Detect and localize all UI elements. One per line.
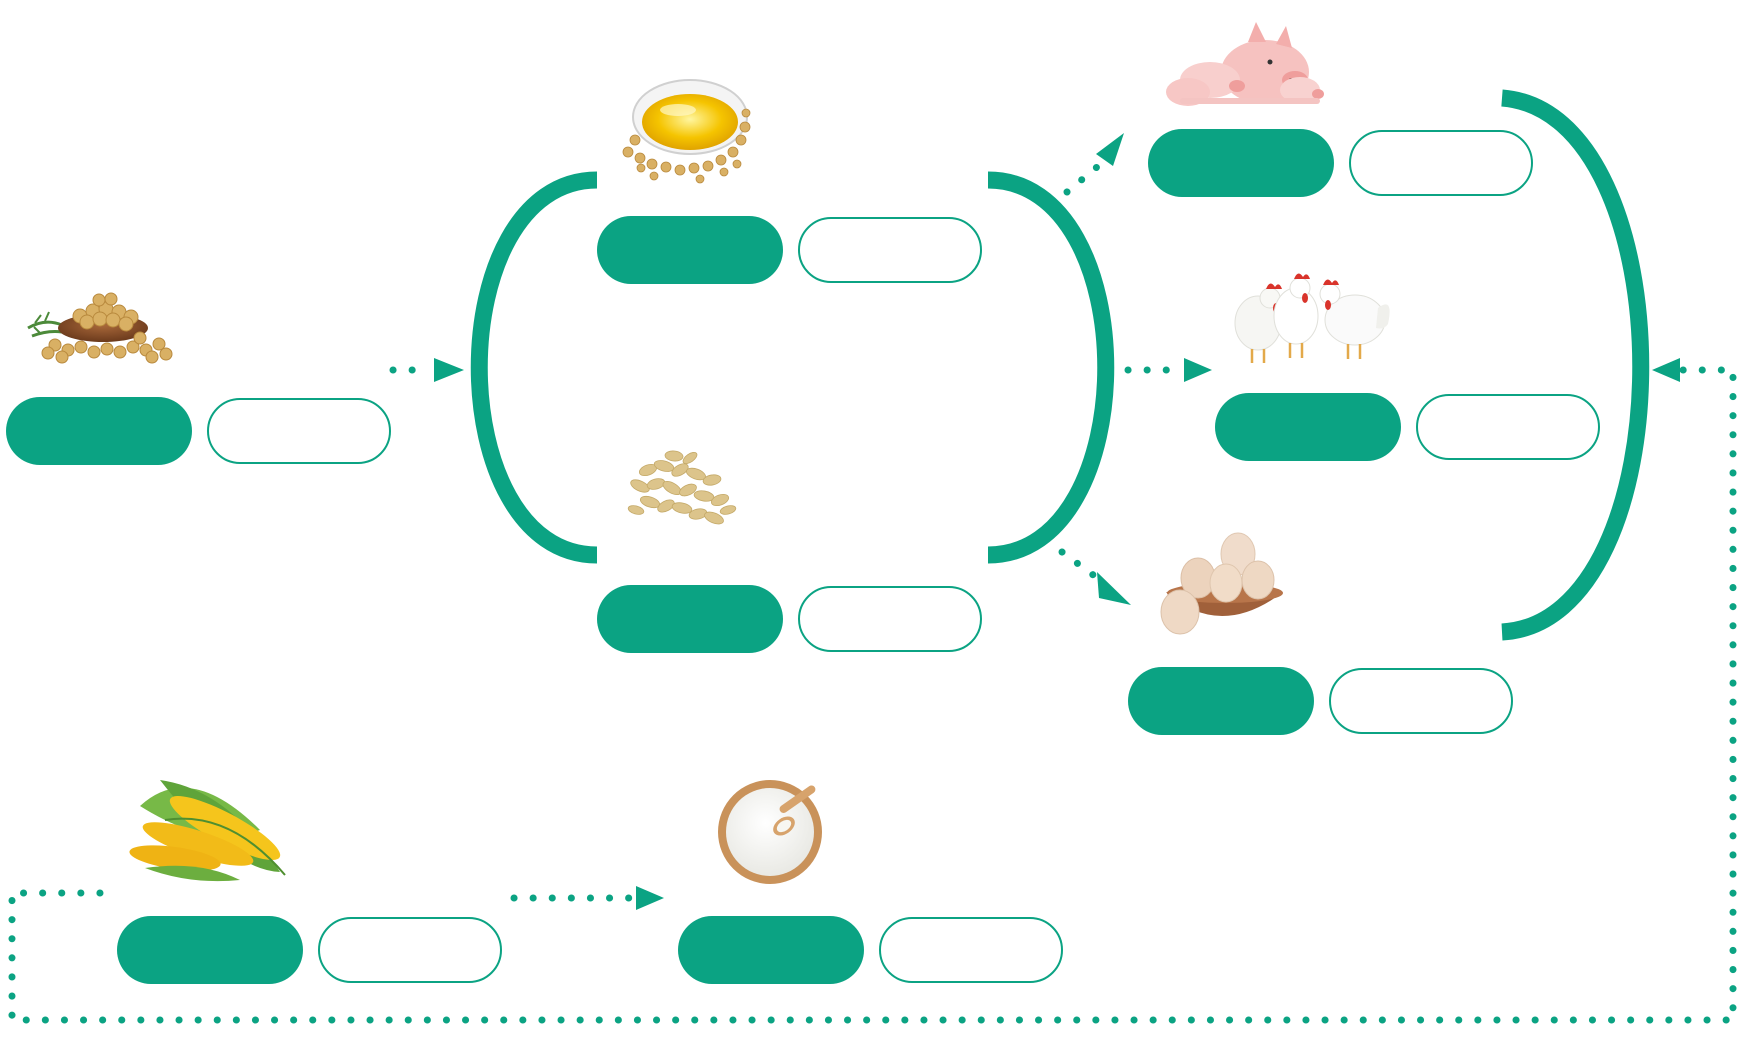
right-bracket-middle-group — [987, 171, 1115, 564]
node-soybean-oil — [597, 216, 997, 286]
corn-starch-icon — [718, 780, 822, 884]
node-corn — [117, 916, 517, 986]
corn-label-pill[interactable] — [117, 916, 303, 984]
egg-icon — [1160, 532, 1283, 635]
pig-label-pill[interactable] — [1148, 129, 1334, 197]
soybean-value-pill[interactable] — [207, 398, 391, 464]
soybean-meal-value-pill[interactable] — [798, 586, 982, 652]
arrowhead-group-to-chicken — [1184, 358, 1212, 382]
arrowhead-corn-to-starch — [636, 886, 664, 910]
corn-starch-label-pill[interactable] — [678, 916, 864, 984]
soybean-oil-value-pill[interactable] — [798, 217, 982, 283]
soybean-icon — [27, 292, 173, 364]
node-soybean — [6, 397, 406, 467]
chicken-icon — [1234, 273, 1390, 363]
arrowhead-soybean-to-group — [434, 358, 464, 382]
soybean-meal-icon — [627, 450, 737, 525]
node-corn-starch — [678, 916, 1078, 986]
corn-starch-value-pill[interactable] — [879, 917, 1063, 983]
soybean-label-pill[interactable] — [6, 397, 192, 465]
chicken-value-pill[interactable] — [1416, 394, 1600, 460]
node-soybean-meal — [597, 585, 997, 655]
arrowhead-feedback-loop — [1652, 358, 1680, 382]
left-bracket-middle-group — [470, 171, 598, 564]
soybean-meal-label-pill[interactable] — [597, 585, 783, 653]
pig-value-pill[interactable] — [1349, 130, 1533, 196]
node-chicken — [1215, 393, 1615, 463]
soybean-oil-icon — [622, 79, 751, 184]
node-pig — [1148, 129, 1548, 199]
node-egg — [1128, 667, 1528, 737]
corn-value-pill[interactable] — [318, 917, 502, 983]
soybean-oil-label-pill[interactable] — [597, 216, 783, 284]
chicken-label-pill[interactable] — [1215, 393, 1401, 461]
arrowhead-group-to-egg — [1097, 572, 1131, 605]
right-bracket-animal-group — [1501, 89, 1650, 641]
egg-value-pill[interactable] — [1329, 668, 1513, 734]
connector-group-to-egg — [1058, 548, 1104, 584]
pig-icon — [1166, 22, 1324, 106]
egg-label-pill[interactable] — [1128, 667, 1314, 735]
arrowhead-group-to-pig — [1096, 133, 1124, 166]
connector-feedback-loop — [8, 366, 1737, 1024]
connector-group-to-pig — [1063, 158, 1107, 196]
corn-icon — [129, 780, 286, 882]
